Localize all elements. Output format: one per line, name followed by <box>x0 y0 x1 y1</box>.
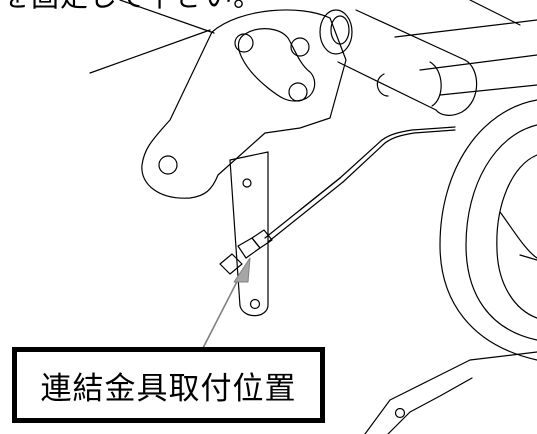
coupling-fitting <box>219 229 273 275</box>
rod <box>264 126 456 243</box>
mounting-holes <box>158 33 310 175</box>
mounting-hole-3 <box>288 82 308 102</box>
bracket-plate <box>141 9 347 199</box>
mounting-hole-1 <box>234 33 254 53</box>
boss-cylinder <box>319 9 353 55</box>
callout-box: 連結金具取付位置 <box>12 347 325 423</box>
frame-plate <box>364 351 537 434</box>
leader-arrow <box>201 257 251 351</box>
background-lines <box>89 0 537 96</box>
link-arm <box>229 151 269 317</box>
callout-label: 連結金具取付位置 <box>40 370 297 407</box>
mounting-hole-2 <box>290 37 310 57</box>
shaft-tube <box>337 9 478 116</box>
figure-caption-top: を固定して下さい。 <box>2 0 262 11</box>
mounting-hole-4 <box>158 155 178 175</box>
wheel <box>439 99 537 361</box>
link-hole-top <box>242 178 252 188</box>
link-hole-bottom <box>249 298 261 310</box>
